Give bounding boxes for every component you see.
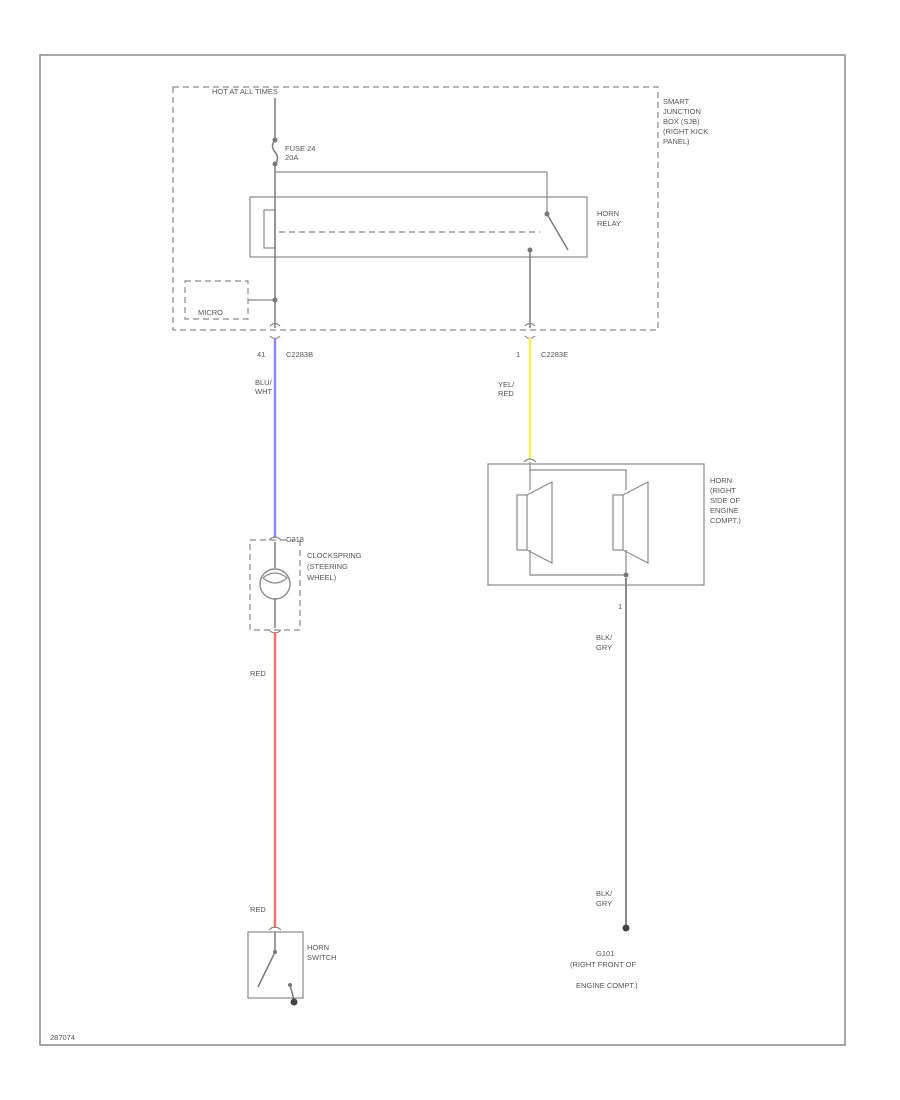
figure-id: 287074 bbox=[50, 1033, 75, 1042]
horn-label-line5: COMPT.) bbox=[710, 516, 741, 525]
horn-switch-ground-dot bbox=[290, 998, 298, 1006]
wire-blu-wht-label-line1: BLU/ bbox=[255, 378, 273, 387]
horn-label-line4: ENGINE bbox=[710, 506, 739, 515]
ground-label-line1: G101 bbox=[596, 949, 614, 958]
clockspring-coil bbox=[262, 572, 288, 584]
sjb-label-line5: PANEL) bbox=[663, 137, 690, 146]
horn-switch-connector bbox=[268, 926, 282, 931]
horn-switch-wire-bottom bbox=[289, 984, 295, 1001]
horn-speaker-left bbox=[516, 481, 553, 564]
horn-relay-label-line2: RELAY bbox=[597, 219, 621, 228]
clockspring-box bbox=[249, 539, 301, 631]
wire-blu-wht-label-line2: WHT bbox=[255, 387, 272, 396]
horn-relay-box bbox=[249, 196, 588, 258]
ground-label-line2: (RIGHT FRONT OF bbox=[570, 960, 636, 969]
horn-label-line3: SIDE OF bbox=[710, 496, 740, 505]
sjb-label-line2: JUNCTION bbox=[663, 107, 701, 116]
ground-g101-dot bbox=[622, 924, 630, 932]
sjb-label-line3: BOX (SJB) bbox=[663, 117, 700, 126]
horn-switch-arm bbox=[257, 951, 276, 988]
fuse-label-line2: 20A bbox=[285, 153, 298, 162]
connector-left-pin: 41 bbox=[257, 350, 265, 359]
connector-left-id: C2283B bbox=[286, 350, 313, 359]
smart-junction-box bbox=[172, 86, 659, 331]
clockspring-label-line2: (STEERING bbox=[307, 562, 348, 571]
horn-relay-label-line1: HORN bbox=[597, 209, 619, 218]
diagram-frame bbox=[39, 54, 846, 1046]
clockspring-connector-label: C218 bbox=[286, 535, 304, 544]
wire-red-label-top: RED bbox=[250, 669, 266, 678]
horn-label-line1: HORN bbox=[710, 476, 732, 485]
horn-assembly-box bbox=[487, 463, 705, 586]
sjb-label-line4: (RIGHT KICK bbox=[663, 127, 708, 136]
fuse-label-line1: FUSE 24 bbox=[285, 144, 315, 153]
wire-red-label-bottom: RED bbox=[250, 905, 266, 914]
clockspring-label-line1: CLOCKSPRING bbox=[307, 551, 362, 560]
horn-ground-junction bbox=[623, 572, 629, 578]
horn-feed-wire bbox=[529, 462, 627, 490]
horn-input-connector bbox=[523, 458, 537, 463]
sjb-label-line1: SMART bbox=[663, 97, 690, 106]
horn-switch-label-line1: HORN bbox=[307, 943, 329, 952]
fuse-24-symbol bbox=[271, 139, 279, 165]
wire-blk-gry-label-line1: BLK/ bbox=[596, 633, 613, 642]
relay-switch-arm bbox=[546, 213, 569, 251]
wire-yel-red-label-line1: YEL/ bbox=[498, 380, 515, 389]
wire-blk-gry-bottom-label-line1: BLK/ bbox=[596, 889, 613, 898]
connector-right-pin: 1 bbox=[516, 350, 520, 359]
relay-contact-feed-wire bbox=[275, 171, 548, 213]
clockspring-connector-top bbox=[268, 536, 282, 541]
horn-switch-label-line2: SWITCH bbox=[307, 953, 337, 962]
clockspring-label-line3: WHEEL) bbox=[307, 573, 337, 582]
wire-blk-gry-bottom-label-line2: GRY bbox=[596, 899, 612, 908]
wire-yel-red-label-line2: RED bbox=[498, 389, 514, 398]
horn-relay-coil bbox=[263, 209, 276, 249]
micro-label: MICRO bbox=[198, 308, 223, 317]
wire-blk-gry-label-line2: GRY bbox=[596, 643, 612, 652]
horn-output-pin: 1 bbox=[618, 602, 622, 611]
horn-label-line2: (RIGHT bbox=[710, 486, 736, 495]
horn-speaker-right bbox=[612, 481, 649, 564]
connector-right-id: C2283E bbox=[541, 350, 568, 359]
ground-label-line3: ENGINE COMPT.) bbox=[576, 981, 638, 990]
hot-at-all-times-label: HOT AT ALL TIMES bbox=[212, 87, 278, 96]
horn-return-wire bbox=[529, 550, 627, 576]
